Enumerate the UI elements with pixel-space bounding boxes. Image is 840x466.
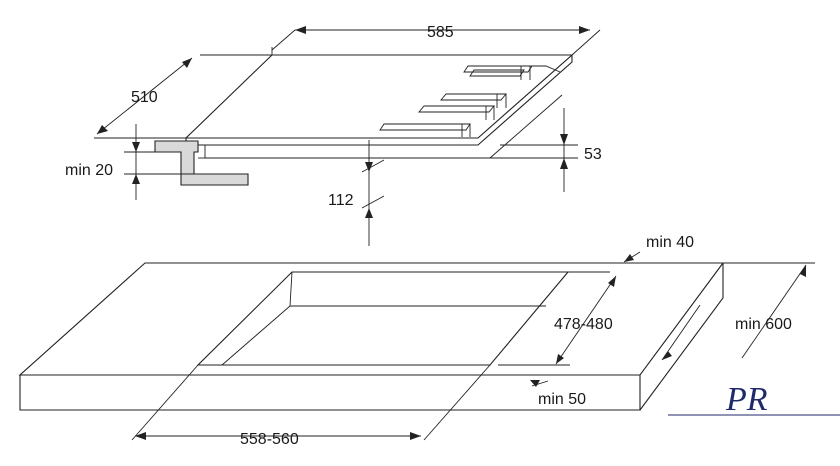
worktop-drawing: [18, 251, 815, 441]
dim-min600-label: min 600: [735, 316, 792, 333]
dim-53-label: 53: [584, 146, 602, 163]
dim-112-label: 112: [328, 192, 354, 209]
pr-logo: PR: [668, 381, 840, 418]
dim-cutout-width-label: 558-560: [240, 431, 299, 448]
dim-width-label: 585: [427, 24, 454, 41]
dim-min20-label: min 20: [65, 162, 113, 179]
dim-min40-label: min 40: [646, 234, 694, 251]
dim-cutout-depth-label: 478-480: [554, 316, 613, 333]
cutout: [196, 271, 570, 366]
logo-letters: PR: [725, 381, 768, 418]
control-knobs: [379, 65, 561, 137]
dim-depth-label: 510: [131, 89, 158, 106]
hob-drawing: [94, 26, 601, 246]
mounting-bracket: [154, 140, 249, 186]
dim-min50-label: min 50: [538, 391, 586, 408]
